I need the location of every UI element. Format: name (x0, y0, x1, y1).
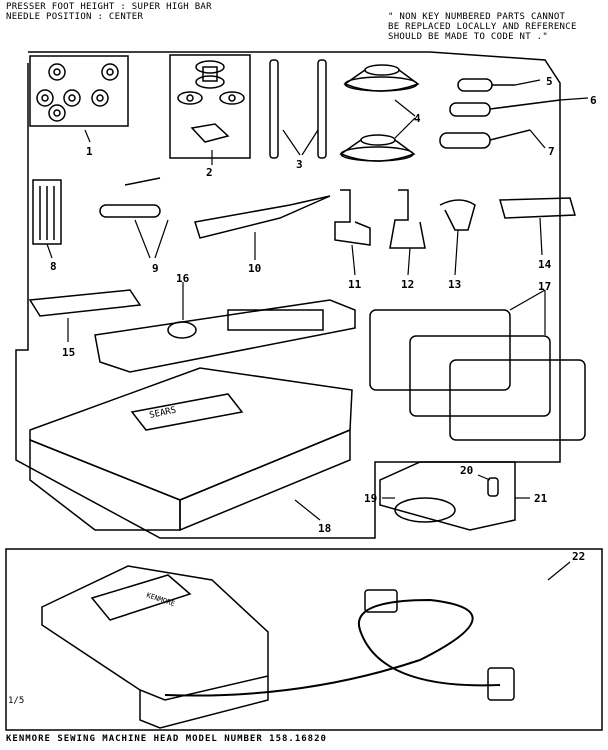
page-code: 1/5 (8, 696, 25, 706)
callout-20: 20 (460, 464, 473, 477)
callout-14: 14 (538, 258, 552, 271)
note-line-3: SHOULD BE MADE TO CODE NT ." (388, 32, 549, 42)
callout-17: 17 (538, 280, 551, 293)
seam-ripper (99, 177, 161, 218)
callout-2: 2 (206, 166, 213, 179)
callout-10: 10 (248, 262, 261, 275)
callout-1: 1 (86, 145, 93, 158)
needle-plate (499, 197, 576, 219)
callout-numbers: 1 2 3 4 5 6 7 8 9 10 11 12 13 14 15 16 1… (50, 75, 597, 563)
feed-cover-plate (28, 289, 142, 317)
spool-pins (269, 59, 327, 159)
callout-16: 16 (176, 272, 190, 285)
bobbin-card (29, 55, 129, 127)
spool-caps (339, 64, 420, 162)
pedal-brand-label: KENMORE (145, 591, 176, 608)
callout-8: 8 (50, 260, 57, 273)
callout-12: 12 (401, 278, 414, 291)
attachment-tray (94, 299, 356, 373)
callout-21: 21 (534, 492, 548, 505)
footer-caption: KENMORE SEWING MACHINE HEAD MODEL NUMBER… (6, 734, 327, 744)
note-line-1: " NON KEY NUMBERED PARTS CANNOT (388, 12, 566, 22)
needle-pack (32, 179, 62, 245)
buttonhole-attachment (379, 461, 516, 531)
pedal-frame (5, 548, 603, 731)
accessory-box (29, 367, 353, 532)
pattern-cams (369, 309, 586, 441)
presser-feet (334, 189, 476, 249)
callout-9: 9 (152, 262, 159, 275)
lint-brush (194, 195, 331, 239)
header-line-1: PRESSER FOOT HEIGHT : SUPER HIGH BAR (6, 2, 212, 12)
callout-19: 19 (364, 492, 377, 505)
leader-lines (46, 79, 589, 581)
callout-11: 11 (348, 278, 362, 291)
callout-18: 18 (318, 522, 331, 535)
callout-3: 3 (296, 158, 303, 171)
foot-control (41, 565, 515, 729)
callout-7: 7 (548, 145, 555, 158)
note-line-2: BE REPLACED LOCALLY AND REFERENCE (388, 22, 577, 32)
callout-15: 15 (62, 346, 75, 359)
screwdrivers (439, 78, 561, 149)
header-line-2: NEEDLE POSITION : CENTER (6, 12, 144, 22)
callout-5: 5 (546, 75, 553, 88)
spool-pin-card (169, 54, 251, 159)
callout-13: 13 (448, 278, 461, 291)
accessory-frame (15, 51, 561, 539)
callout-4: 4 (414, 112, 421, 125)
callout-6: 6 (590, 94, 597, 107)
callout-22: 22 (572, 550, 585, 563)
